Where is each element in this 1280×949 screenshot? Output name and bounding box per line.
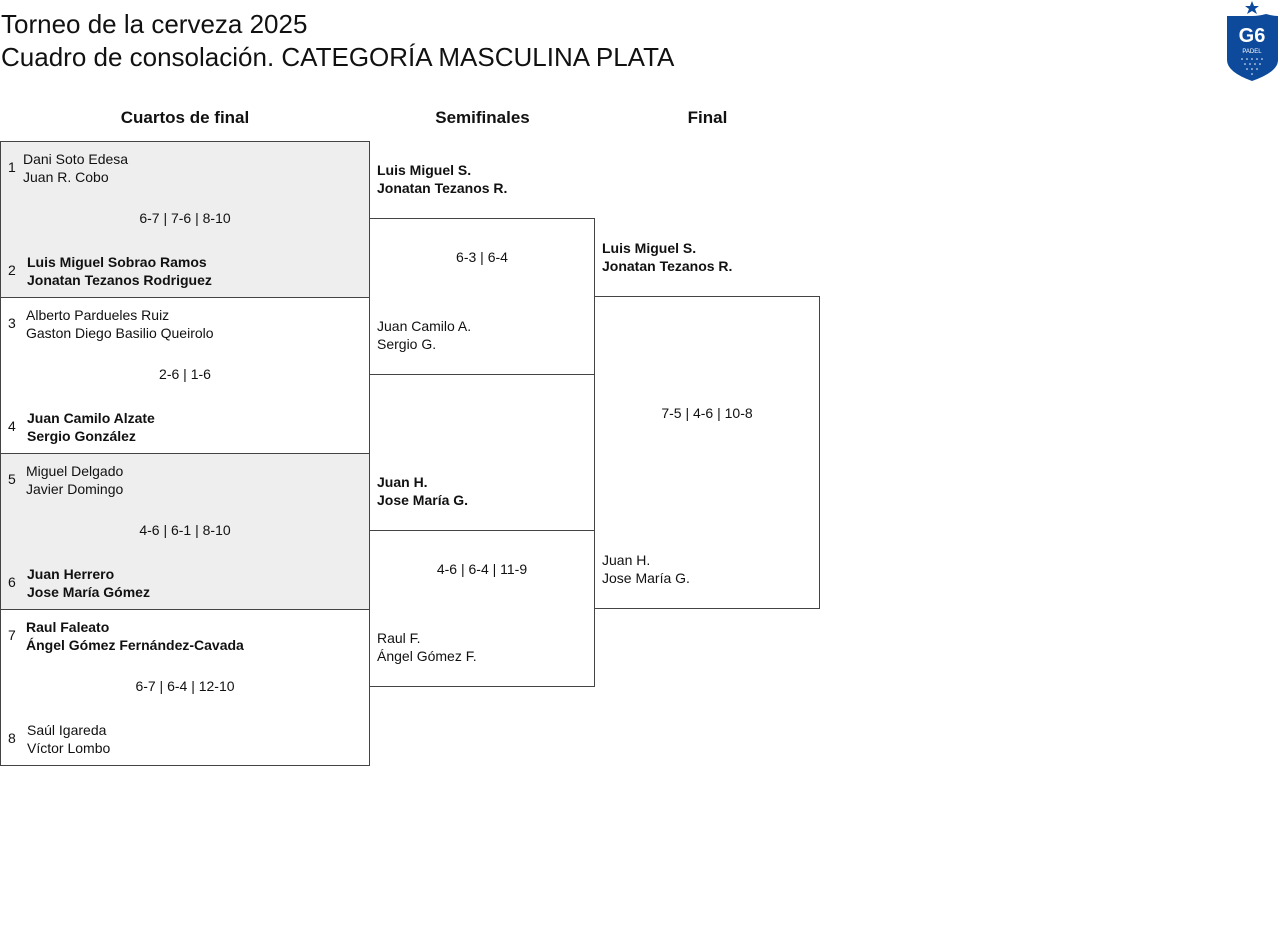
match-score: 2-6 | 1-6 xyxy=(159,366,211,382)
match-score: 6-7 | 6-4 | 12-10 xyxy=(135,678,235,694)
seed-number: 8 xyxy=(8,730,16,746)
round-header-quarterfinals: Cuartos de final xyxy=(120,108,250,127)
semifinal-2-team-b: Raul F. Ángel Gómez F. xyxy=(377,629,477,665)
player: Jonatan Tezanos Rodriguez xyxy=(27,272,212,288)
player: Alberto Pardueles Ruiz xyxy=(26,307,170,323)
player: Víctor Lombo xyxy=(27,740,111,756)
player: Saúl Igareda xyxy=(27,722,107,738)
player: Ángel Gómez F. xyxy=(377,648,477,664)
player: Juan Camilo Alzate xyxy=(27,410,155,426)
match-score: 4-6 | 6-1 | 8-10 xyxy=(139,522,231,538)
final-team-a: Luis Miguel S. Jonatan Tezanos R. xyxy=(602,239,732,275)
seed-number: 6 xyxy=(8,574,16,590)
seed-number: 5 xyxy=(8,471,16,487)
final-box xyxy=(594,296,820,609)
round-header-final: Final xyxy=(687,108,728,127)
seed-number: 3 xyxy=(8,315,16,331)
player: Juan R. Cobo xyxy=(23,169,109,185)
final-score: 7-5 | 4-6 | 10-8 xyxy=(661,405,753,421)
semifinal-1-team-b: Juan Camilo A. Sergio G. xyxy=(377,317,471,353)
svg-text:PADEL: PADEL xyxy=(1242,49,1262,55)
player: Miguel Delgado xyxy=(26,463,124,479)
player: Jose María Gómez xyxy=(27,584,150,600)
player: Jonatan Tezanos R. xyxy=(602,258,733,274)
player: Juan H. xyxy=(377,474,428,490)
player: Jose María G. xyxy=(377,492,469,508)
player: Juan Herrero xyxy=(27,566,115,582)
match-score: 6-7 | 7-6 | 8-10 xyxy=(139,210,231,226)
player: Sergio G. xyxy=(377,336,437,352)
player: Jose María G. xyxy=(602,570,690,586)
semifinal-1-team-a: Luis Miguel S. Jonatan Tezanos R. xyxy=(377,161,507,197)
player: Dani Soto Edesa xyxy=(23,151,129,167)
semifinal-2-score: 4-6 | 6-4 | 11-9 xyxy=(436,561,528,577)
player: Raul F. xyxy=(377,630,421,646)
player: Juan Camilo A. xyxy=(377,318,472,334)
seed-number: 2 xyxy=(8,262,16,278)
player: Raul Faleato xyxy=(26,619,110,635)
player: Luis Miguel Sobrao Ramos xyxy=(27,254,207,270)
seed-number: 4 xyxy=(8,418,16,434)
player: Jonatan Tezanos R. xyxy=(377,180,508,196)
page-subtitle: Cuadro de consolación. CATEGORÍA MASCULI… xyxy=(1,42,675,72)
player: Luis Miguel S. xyxy=(602,240,697,256)
svg-text:G6: G6 xyxy=(1239,25,1266,47)
semifinal-1-score: 6-3 | 6-4 xyxy=(456,249,508,265)
semifinal-2-team-a: Juan H. Jose María G. xyxy=(377,473,468,509)
player: Ángel Gómez Fernández-Cavada xyxy=(26,637,244,653)
player: Juan H. xyxy=(602,552,651,568)
player: Javier Domingo xyxy=(26,481,124,497)
g6-padel-logo: G6 PADEL xyxy=(1227,1,1278,81)
final-team-b: Juan H. Jose María G. xyxy=(602,551,690,587)
player: Luis Miguel S. xyxy=(377,162,472,178)
player: Sergio González xyxy=(27,428,136,444)
page-title: Torneo de la cerveza 2025 xyxy=(1,9,308,39)
seed-number: 1 xyxy=(8,159,16,175)
player: Gaston Diego Basilio Queirolo xyxy=(26,325,214,341)
round-header-semifinals: Semifinales xyxy=(435,108,530,127)
seed-number: 7 xyxy=(8,627,16,643)
